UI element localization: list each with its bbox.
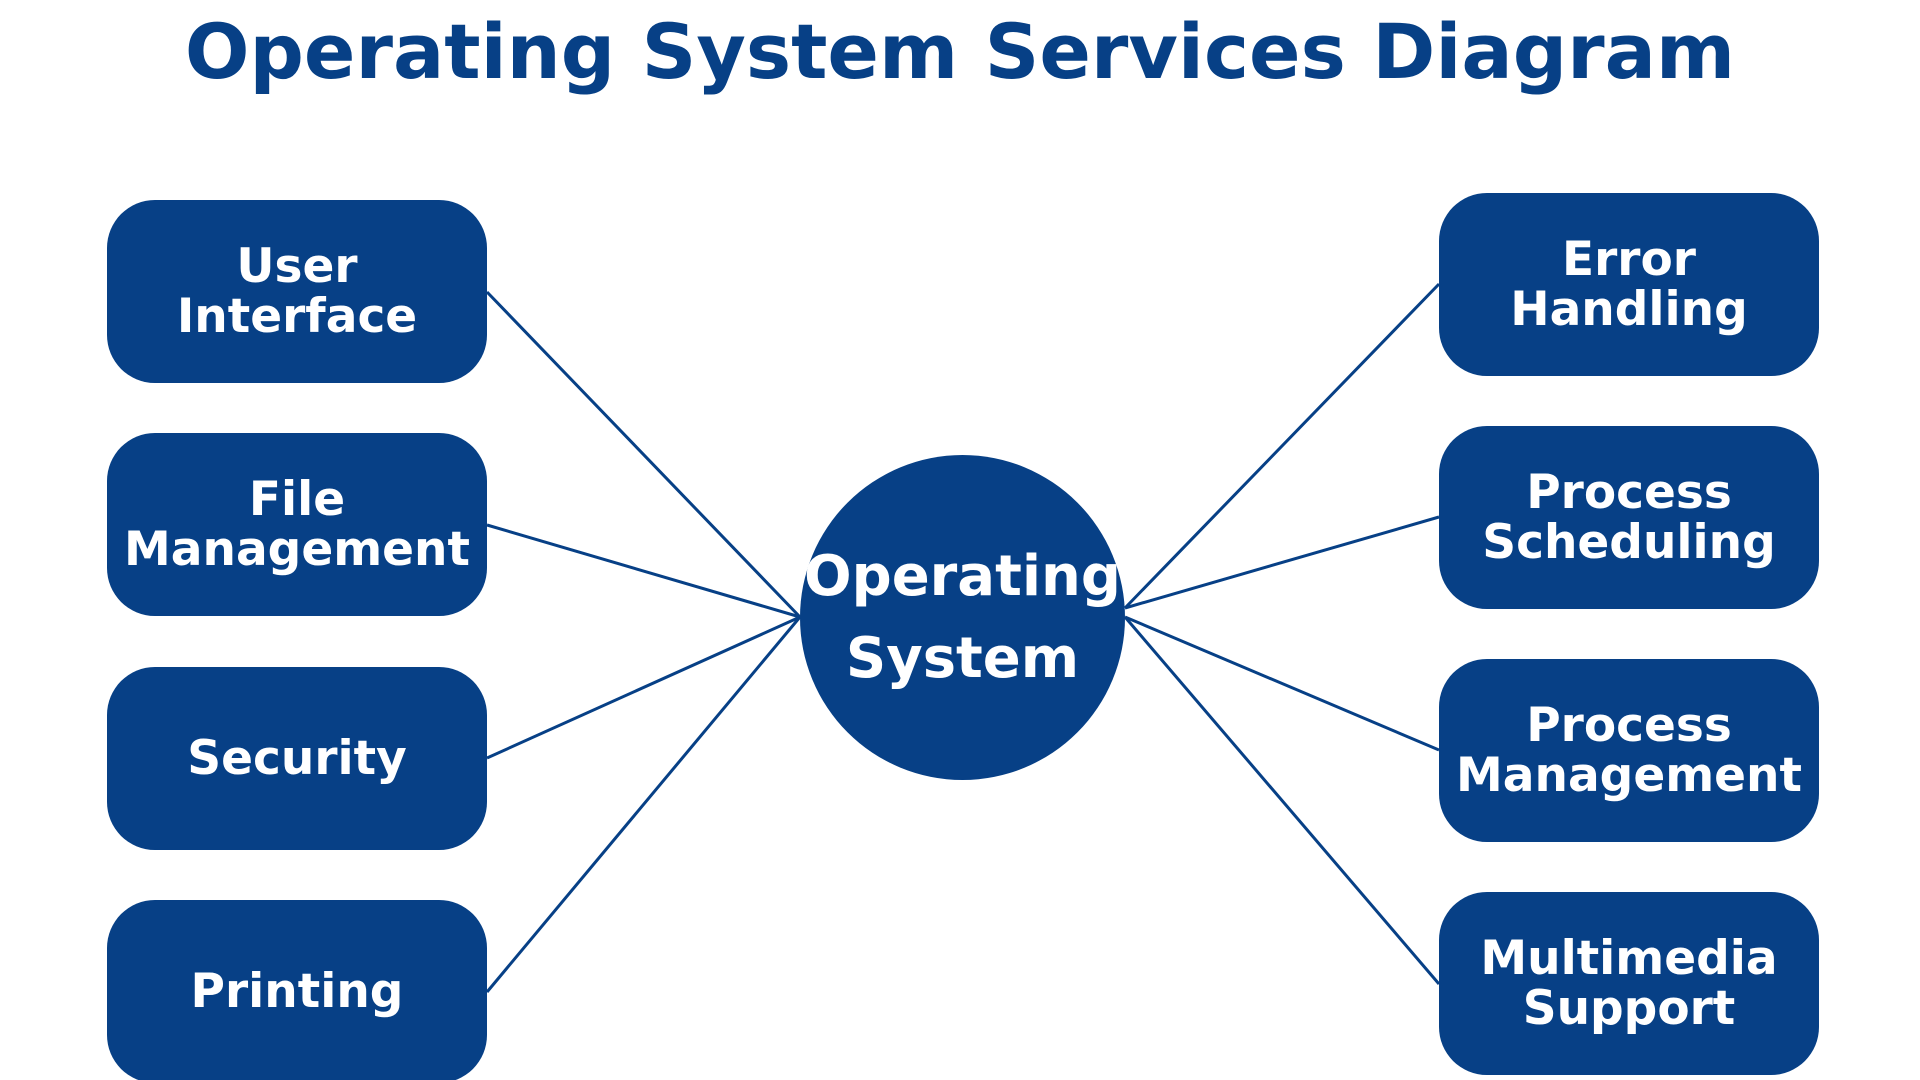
connector-user-interface [485,290,802,619]
node-label: User Interface [176,238,418,344]
node-label: Printing [190,963,404,1019]
node-security: Security [107,667,487,850]
connector-process-scheduling [1124,515,1440,610]
node-label: Multimedia Support [1480,930,1778,1036]
node-process-management: Process Management [1439,659,1819,842]
connector-multimedia-support [1123,616,1441,985]
page-title: Operating System Services Diagram [184,7,1736,96]
node-label: Error Handling [1510,231,1748,337]
node-label: Process Scheduling [1482,464,1776,570]
node-file-management: File Management [107,433,487,616]
connector-security [486,615,801,760]
node-user-interface: User Interface [107,200,487,383]
node-printing: Printing [107,900,487,1080]
connector-file-management [486,523,801,619]
node-multimedia-support: Multimedia Support [1439,892,1819,1075]
node-process-scheduling: Process Scheduling [1439,426,1819,609]
connector-error-handling [1123,282,1441,610]
node-operating-system: Operating System [800,455,1125,780]
connector-printing [485,616,802,993]
center-label: Operating System [804,543,1121,691]
node-label: Process Management [1456,697,1802,803]
node-label: Security [187,730,407,786]
connector-process-management [1124,615,1440,752]
node-label: File Management [124,471,470,577]
node-error-handling: Error Handling [1439,193,1819,376]
